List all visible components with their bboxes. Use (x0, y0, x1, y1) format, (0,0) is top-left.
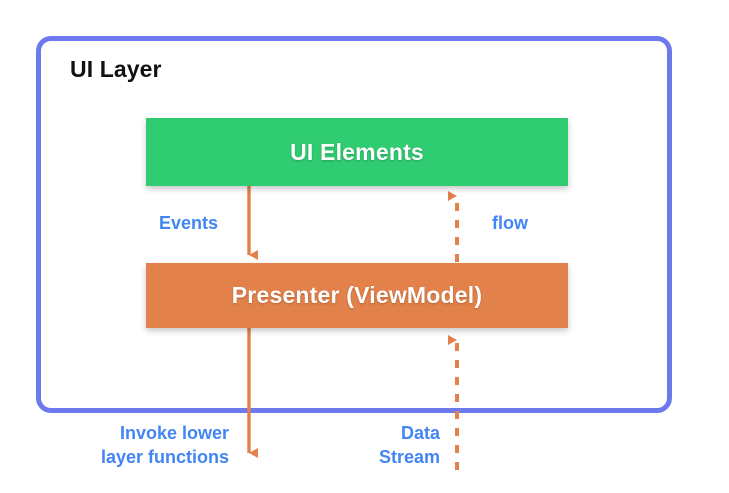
edge-label-flow: flow (492, 213, 528, 233)
edge-label-events: Events (159, 213, 219, 233)
ui-layer-container (36, 36, 672, 413)
node-ui-elements[interactable]: UI Elements (146, 118, 568, 186)
node-presenter[interactable]: Presenter (ViewModel) (146, 263, 568, 328)
edge-label-data-stream: Data Stream (378, 423, 440, 467)
node-ui-elements-label: UI Elements (290, 138, 424, 165)
node-presenter-label: Presenter (ViewModel) (231, 282, 483, 308)
ui-layer-title: UI Layer (70, 56, 162, 82)
edge-label-invoke-lower-layer-functions: Invoke lower layer functions (100, 423, 229, 467)
